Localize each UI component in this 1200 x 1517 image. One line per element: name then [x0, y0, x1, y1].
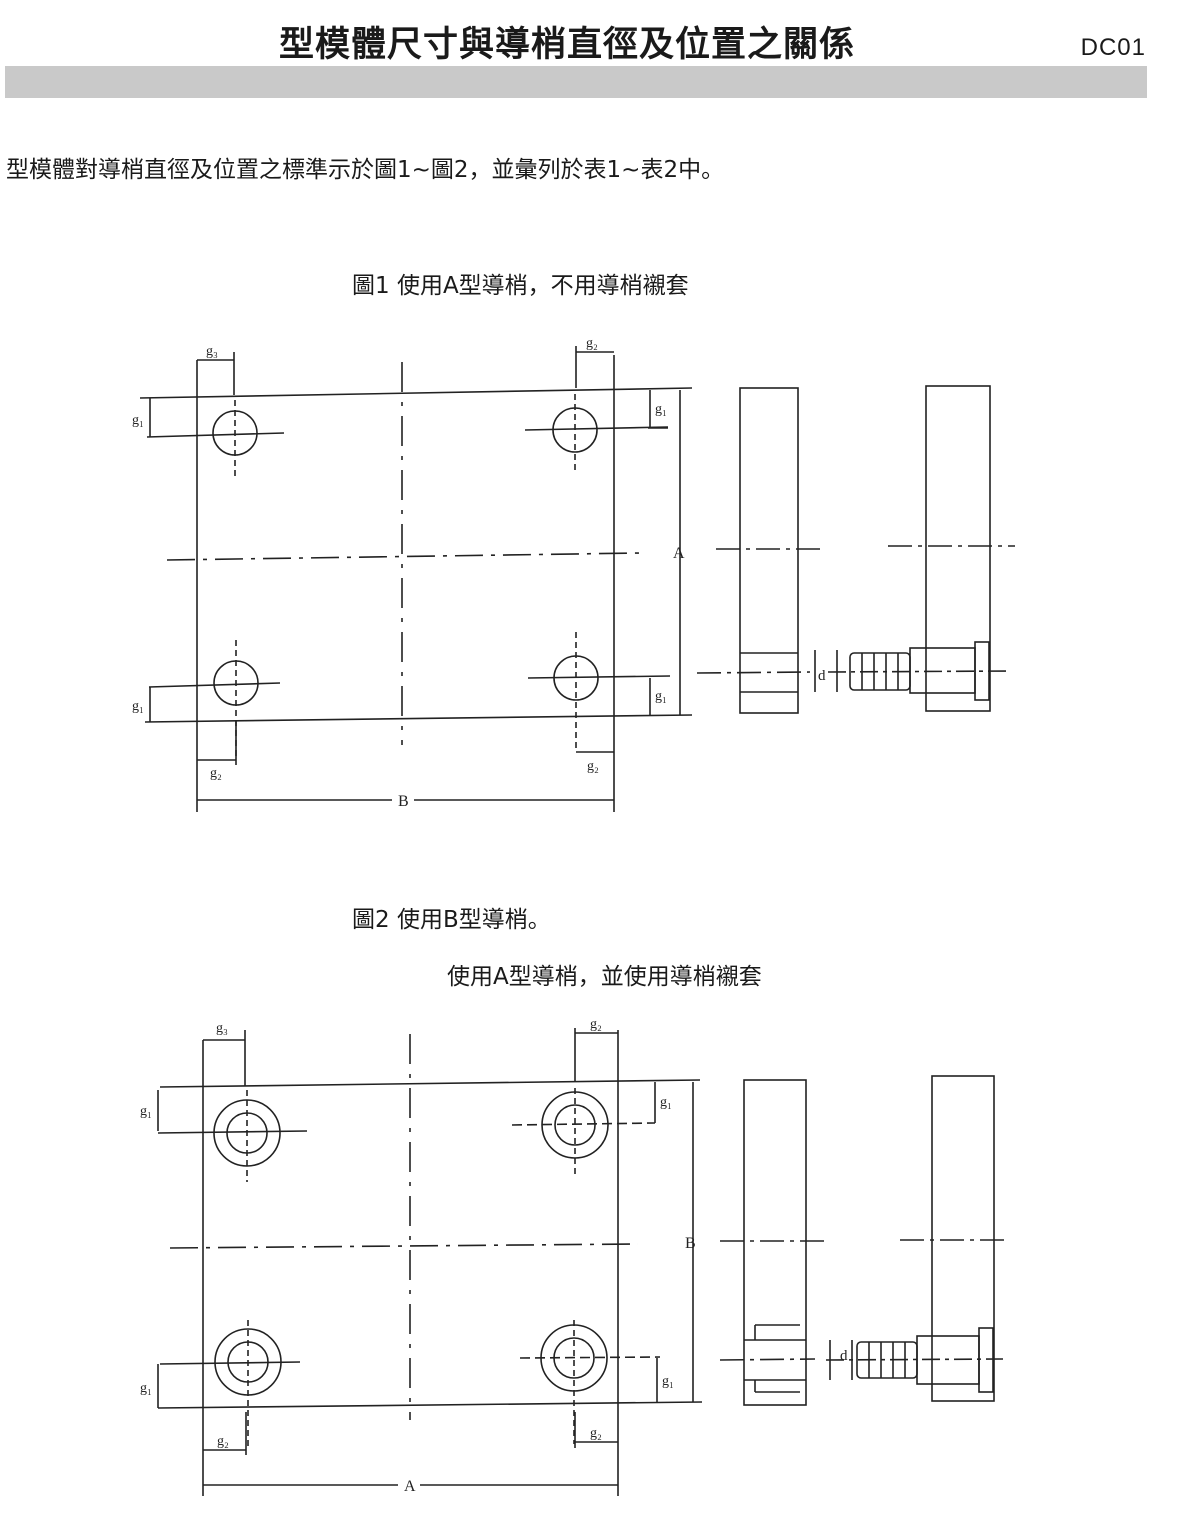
fig2-label-d: d [840, 1348, 848, 1364]
fig1-label-g1-left-top: g₁ [132, 413, 144, 428]
fig2-label-A: A [404, 1478, 416, 1495]
fig2-label-g1-right-top: g₁ [660, 1095, 672, 1110]
fig1-label-g3: g₃ [206, 344, 218, 359]
fig2-label-B: B [685, 1235, 696, 1252]
fig1-label-g1-right-bottom: g₁ [655, 689, 667, 704]
document-code: DC01 [1080, 34, 1146, 61]
fig1-label-g2-top: g₂ [586, 336, 598, 351]
figure1-caption: 圖1 使用A型導梢，不用導梢襯套 [352, 273, 689, 299]
fig1-label-B: B [398, 793, 409, 810]
fig2-label-g1-left-bottom: g₁ [140, 1381, 152, 1396]
fig1-label-g1-right-top: g₁ [655, 402, 667, 417]
fig2-label-g1-left-top: g₁ [140, 1104, 152, 1119]
fig1-label-d: d [818, 668, 826, 684]
intro-text: 型模體對導梢直徑及位置之標準示於圖1~圖2，並彙列於表1~表2中。 [6, 157, 725, 183]
fig2-label-g2-bottom-right: g₂ [590, 1426, 602, 1441]
figure1-plan-view [139, 346, 693, 812]
figure2-plan-view [157, 1028, 703, 1496]
figure2-caption-line1: 圖2 使用B型導梢。 [352, 907, 551, 933]
fig1-label-g2-bottom-right: g₂ [587, 759, 599, 774]
fig2-label-g2-top: g₂ [590, 1017, 602, 1032]
fig2-label-g2-bottom-left: g₂ [217, 1434, 229, 1449]
fig2-label-g3: g₃ [216, 1021, 228, 1036]
header-bar [5, 66, 1147, 98]
figure1-dimension-labels: g₃ g₂ g₁ g₁ A g₁ g₁ g₂ g₂ B d [132, 336, 826, 810]
fig2-label-g1-right-bottom: g₁ [662, 1374, 674, 1389]
fig1-label-A: A [673, 545, 685, 562]
figure1-side-views [696, 385, 1015, 714]
figure2-side-views [719, 1075, 1005, 1406]
fig1-label-g2-bottom-left: g₂ [210, 766, 222, 781]
figure2-dimension-labels: g₃ g₂ g₁ g₁ B g₁ g₁ g₂ g₂ A d [140, 1017, 848, 1495]
figure2-caption-line2: 使用A型導梢，並使用導梢襯套 [447, 964, 762, 990]
fig1-label-g1-left-bottom: g₁ [132, 699, 144, 714]
page-title: 型模體尺寸與導梢直徑及位置之關係 [278, 25, 855, 65]
